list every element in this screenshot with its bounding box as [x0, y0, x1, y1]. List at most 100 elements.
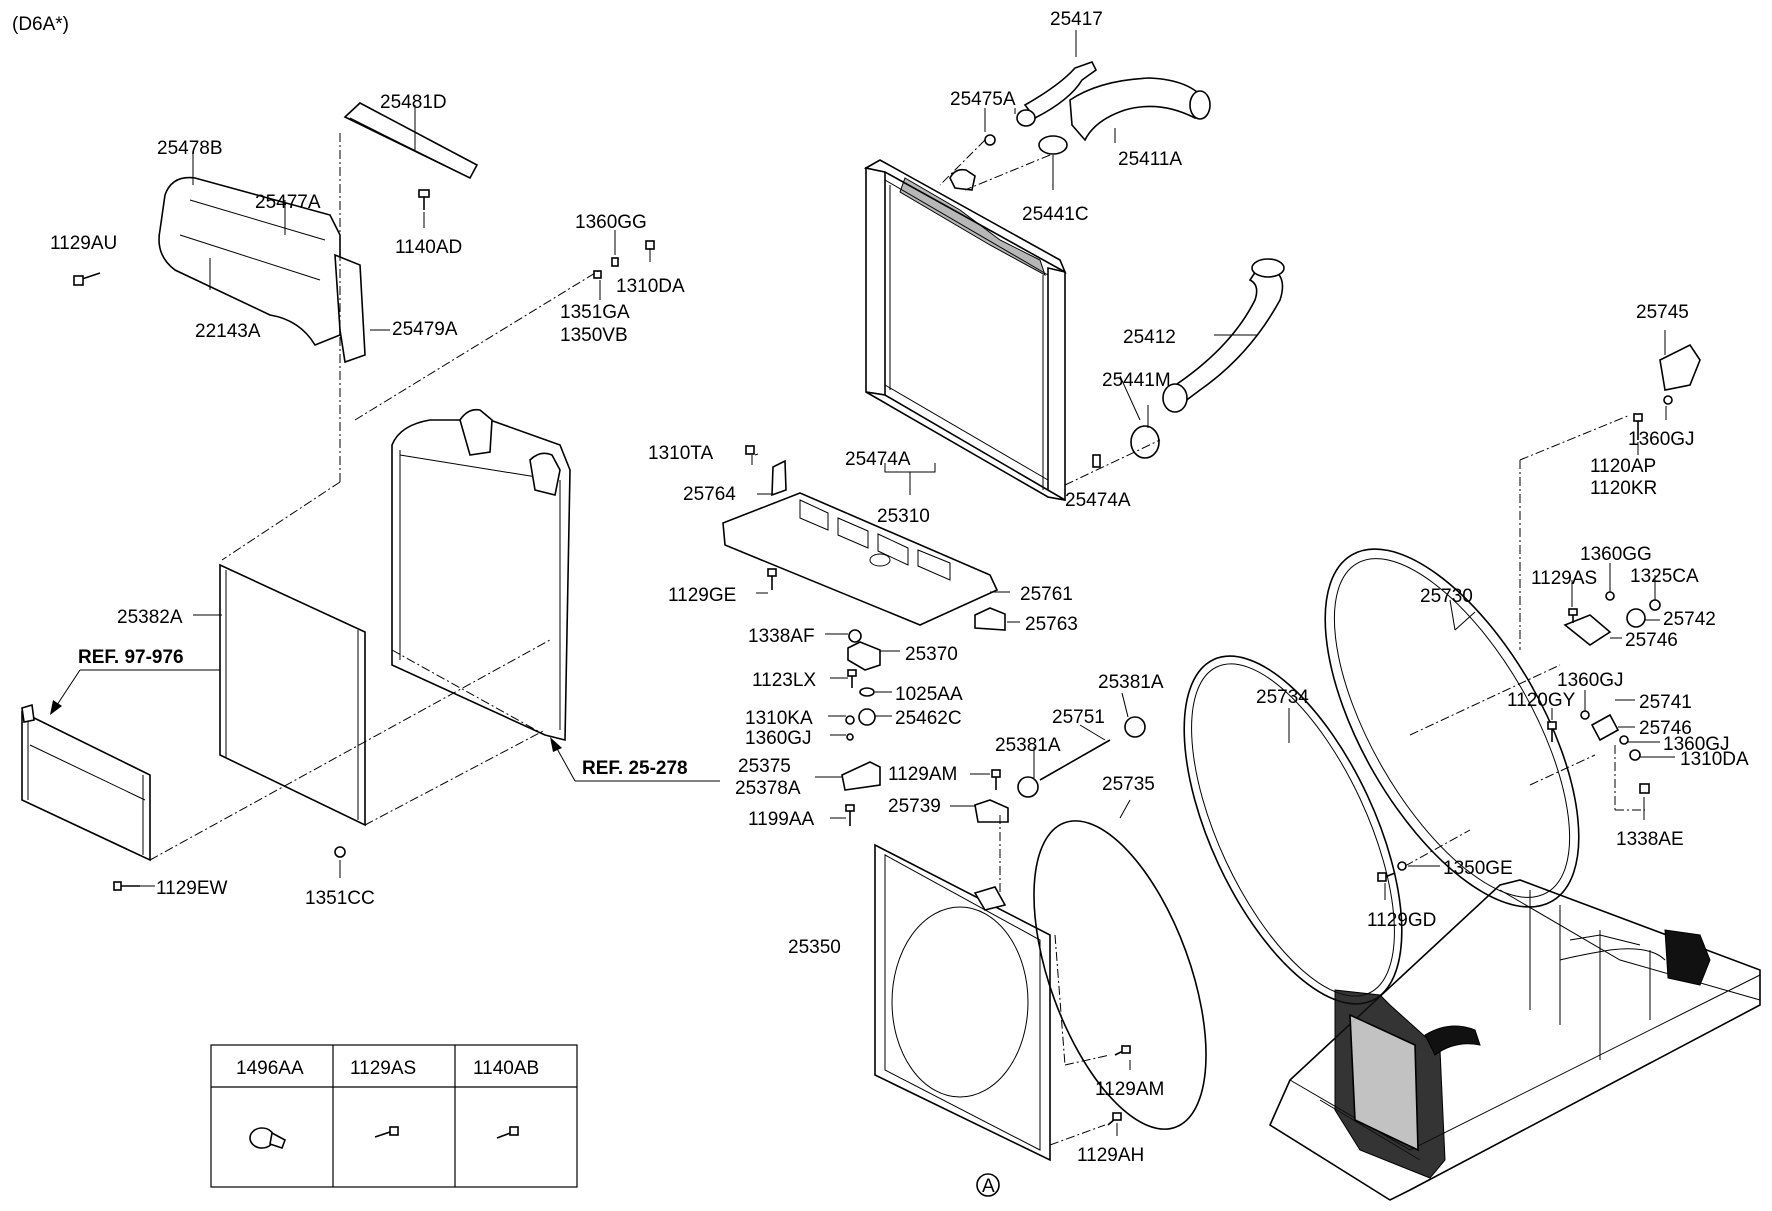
- label-1360GG: 1360GG: [575, 212, 647, 233]
- bolt-1129AS-icon: [374, 1126, 399, 1138]
- label-25764: 25764: [683, 484, 736, 505]
- nut-1360GJ-b: [1663, 395, 1673, 405]
- radiator-25310: [863, 159, 1067, 501]
- label-25412: 25412: [1123, 327, 1176, 348]
- table-header-1129AS: 1129AS: [350, 1058, 416, 1079]
- label-1025AA: 1025AA: [895, 684, 963, 705]
- ref-label-97-976[interactable]: REF. 97-976: [78, 647, 184, 668]
- label-25441C: 25441C: [1022, 204, 1089, 225]
- nut-1360GJ-d: [1619, 735, 1629, 745]
- variant-code: (D6A*): [12, 14, 69, 35]
- label-1350GE: 1350GE: [1443, 858, 1513, 879]
- label-1351GA: 1351GA: [560, 302, 630, 323]
- label-22143A: 22143A: [195, 321, 261, 342]
- rod-25751: [1039, 739, 1111, 781]
- bracket-25739: [974, 799, 1009, 823]
- label-1140AD: 1140AD: [395, 237, 462, 258]
- bolt-1140AD: [418, 189, 430, 210]
- seal-25479A: [334, 253, 366, 364]
- bolt-1129GD: [1377, 872, 1396, 882]
- label-25382A: 25382A: [117, 607, 183, 628]
- radiator-filler-neck: [949, 168, 976, 191]
- label-1129AU: 1129AU: [50, 233, 117, 254]
- label-25310: 25310: [877, 506, 930, 527]
- label-1129EW: 1129EW: [156, 878, 228, 899]
- label-1360GJ-d: 1360GJ: [1663, 734, 1730, 755]
- bolt-1120AP: [1633, 413, 1643, 440]
- screen-25382A: [219, 563, 366, 827]
- table-header-1496AA: 1496AA: [236, 1058, 304, 1079]
- bushing-25381A-b: [1017, 776, 1039, 798]
- bracket-25745: [1659, 343, 1701, 391]
- label-25462C: 25462C: [895, 708, 962, 729]
- label-1325CA: 1325CA: [1630, 566, 1699, 587]
- label-25381A-b: 25381A: [995, 735, 1061, 756]
- hose-25411A: [1069, 77, 1206, 142]
- condenser: [21, 703, 151, 862]
- label-25739: 25739: [888, 796, 941, 817]
- intercooler-port-left: [459, 408, 493, 456]
- label-1310DA-b: 1310DA: [1680, 749, 1749, 770]
- nut-1360GG: [611, 257, 619, 267]
- bolt-1129AM-b: [1114, 1045, 1131, 1056]
- label-25481D: 25481D: [380, 92, 447, 113]
- nut-1360GJ-c: [1580, 710, 1590, 720]
- bracket-25375: [841, 761, 881, 791]
- label-1350VB: 1350VB: [560, 325, 628, 346]
- hose-25412-end: [1251, 258, 1285, 278]
- bracket-25746-b: [1590, 713, 1620, 742]
- hose-25411A-end: [1189, 90, 1211, 120]
- label-1360GJ: 1360GJ: [745, 728, 812, 749]
- label-25411A: 25411A: [1118, 149, 1182, 170]
- bolt-1123LX: [847, 669, 857, 688]
- clamp-25441M: [1130, 425, 1160, 459]
- label-25763: 25763: [1025, 614, 1078, 635]
- bracket-25481D: [343, 102, 479, 180]
- label-25746-a: 25746: [1625, 630, 1678, 651]
- label-25378A: 25378A: [735, 778, 801, 799]
- nut-1360GG-b: [1605, 591, 1615, 601]
- label-1129GE: 1129GE: [668, 585, 736, 606]
- hose-25417: [1023, 61, 1098, 120]
- marker-circle-A: [976, 1173, 1000, 1197]
- label-25751: 25751: [1052, 707, 1105, 728]
- bracket-25763: [974, 607, 1006, 631]
- label-1360GJ-c: 1360GJ: [1557, 670, 1624, 691]
- clamp-icon: [249, 1127, 286, 1150]
- label-1129AM-b: 1129AM: [1095, 1079, 1164, 1100]
- upper-shroud-assembly: [158, 102, 479, 364]
- label-25742: 25742: [1663, 609, 1716, 630]
- nut-1310KA: [845, 715, 855, 725]
- label-25350: 25350: [788, 937, 841, 958]
- label-25479A: 25479A: [392, 319, 458, 340]
- label-1338AE: 1338AE: [1616, 829, 1684, 850]
- nut-1360GJ: [846, 733, 854, 741]
- ref-arrow-25-278: [550, 737, 720, 782]
- label-25441M: 25441M: [1102, 370, 1171, 391]
- marker-A: A: [982, 1176, 995, 1197]
- ref-arrow-97-976: [50, 669, 220, 715]
- bolt-1199AA: [845, 804, 855, 826]
- intercooler-port-right: [529, 452, 561, 496]
- label-1129AM-a: 1129AM: [888, 764, 957, 785]
- part-labels: 25417 25475A 25411A 25441C 25481D 25478B…: [50, 9, 1749, 1166]
- label-1129AS-a: 1129AS: [1531, 568, 1597, 589]
- common-parts-table: 1496AA 1129AS 1140AB: [210, 1044, 578, 1188]
- nut-1338AF: [848, 629, 862, 643]
- label-25370: 25370: [905, 644, 958, 665]
- washer-1025AA: [859, 687, 875, 697]
- assembly-dash-lines: [149, 130, 1645, 1146]
- label-1129GD: 1129GD: [1367, 910, 1436, 931]
- label-1120AP: 1120AP: [1590, 456, 1656, 477]
- part-25742: [1626, 608, 1646, 628]
- ref-label-25-278[interactable]: REF. 25-278: [582, 758, 688, 779]
- hose-25412-bottom: [1162, 383, 1188, 413]
- label-1310KA: 1310KA: [745, 708, 813, 729]
- label-1120KR: 1120KR: [1590, 478, 1657, 499]
- nut-1310DA-b: [1629, 749, 1641, 761]
- bolt-1129AH: [1107, 1112, 1122, 1126]
- label-25746-b: 25746: [1639, 718, 1692, 739]
- label-25477A: 25477A: [255, 192, 321, 213]
- label-1351CC: 1351CC: [305, 888, 375, 909]
